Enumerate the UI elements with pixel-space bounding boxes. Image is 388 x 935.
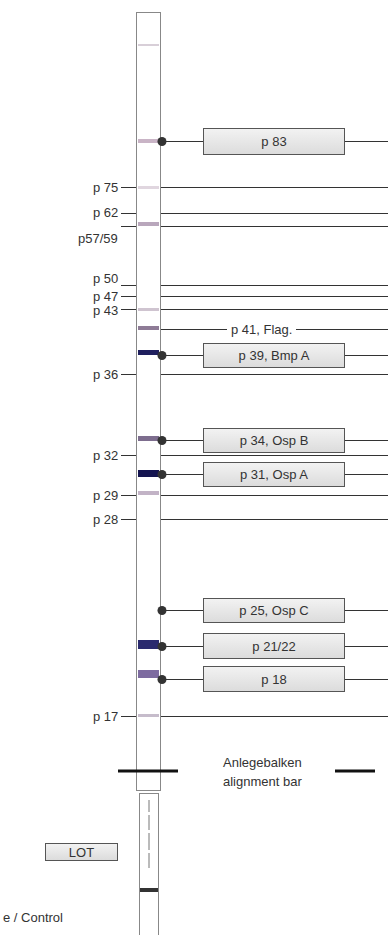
protein-name: p 21/22 (252, 639, 295, 654)
strip-lower-part (140, 794, 159, 935)
protein-name: p 31, Osp A (240, 467, 308, 482)
control-label: e / Control (3, 910, 63, 925)
protein-name: p 18 (261, 672, 286, 687)
control-band (140, 888, 158, 892)
test-strip (137, 13, 161, 791)
protein-box: p 39, Bmp A (203, 343, 345, 368)
protein-box: p 83 (203, 128, 345, 155)
protein-name: p 83 (261, 134, 286, 149)
band-weight: p 29 (93, 488, 118, 503)
band-weight: p 28 (93, 512, 118, 527)
band-weight: p 43 (93, 303, 118, 318)
protein-box: p 34, Osp B (203, 428, 345, 453)
alignment-label: alignment bar (219, 774, 306, 789)
protein-name: p 25, Osp C (239, 603, 308, 618)
band-weight: p 62 (93, 205, 118, 220)
band-leader-lines (121, 142, 388, 717)
band-weight: p 17 (93, 709, 118, 724)
protein-box: p 31, Osp A (203, 462, 345, 487)
lot-imprint (149, 800, 150, 868)
band-weight: p 50 (93, 271, 118, 286)
band-weight: p 41, Flag. (227, 322, 296, 337)
protein-box: p 21/22 (203, 633, 345, 659)
band-weight: p57/59 (78, 231, 118, 246)
protein-name: p 39, Bmp A (239, 348, 310, 363)
band-weight: p 32 (93, 448, 118, 463)
protein-box: p 25, Osp C (203, 598, 345, 623)
band-weight: p 47 (93, 289, 118, 304)
lot-box: LOT (45, 843, 118, 861)
protein-name: p 34, Osp B (240, 433, 309, 448)
protein-box: p 18 (203, 666, 345, 692)
band-weight: p 36 (93, 367, 118, 382)
lot-label: LOT (69, 845, 94, 860)
band-weight: p 75 (93, 180, 118, 195)
alignment-label: Anlegebalken (219, 755, 306, 770)
strip-bands (138, 44, 159, 717)
band-dots (158, 137, 167, 684)
